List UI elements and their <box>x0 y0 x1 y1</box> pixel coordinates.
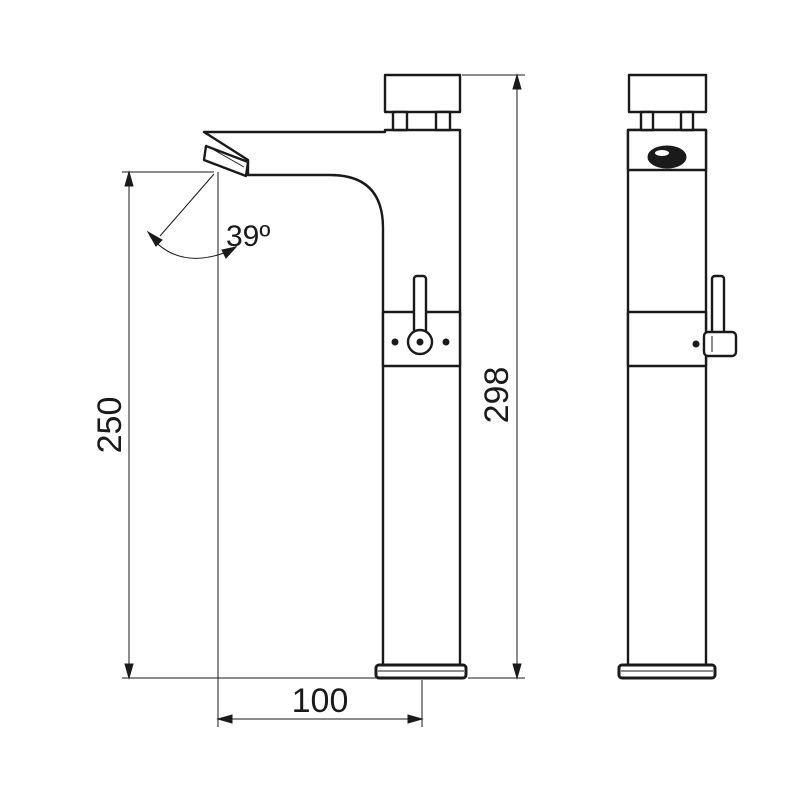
lever-handle <box>412 274 428 340</box>
side-aerator-highlight <box>655 150 669 156</box>
dim-100-arrow-right <box>407 714 424 724</box>
dim-298-label: 298 <box>478 367 516 424</box>
spout-tip <box>202 144 250 178</box>
dimension-lines: 250 298 100 39º <box>91 73 525 727</box>
side-mixer-band <box>626 310 708 368</box>
angle-label: 39º <box>226 220 270 253</box>
top-cap <box>383 73 462 114</box>
cap-stem-right <box>434 110 452 132</box>
lever-knob-center <box>416 338 424 346</box>
dim-250-label: 250 <box>91 397 129 454</box>
side-aerator-button <box>647 145 687 169</box>
mixer-screw-right <box>442 338 450 346</box>
dim-250-arrow-bottom <box>124 663 134 680</box>
angle-arc <box>149 235 233 259</box>
cap-stem-left <box>391 110 409 132</box>
side-lever-handle <box>710 274 726 340</box>
angle-arrow-right <box>221 246 238 259</box>
angle-ray <box>159 173 215 237</box>
dim-100-arrow-left <box>216 714 233 724</box>
dim-298-arrow-bottom <box>512 663 522 680</box>
spout-tip-line <box>213 149 245 168</box>
side-cap-stem-right <box>679 110 695 132</box>
faucet-side-view <box>617 73 738 680</box>
faucet-front-view <box>202 73 468 680</box>
side-lever-base <box>702 330 738 358</box>
side-top-cap <box>627 73 708 114</box>
angle-arrow-left <box>146 230 163 247</box>
faucet-body-outline <box>202 128 462 672</box>
mixer-screw-left <box>391 338 399 346</box>
dim-100-label: 100 <box>292 682 349 720</box>
dim-298-arrow-top <box>512 73 522 90</box>
side-lever-screw <box>692 340 700 348</box>
side-body <box>626 128 708 672</box>
dim-250-arrow-top <box>124 170 134 187</box>
side-cap-stem-left <box>639 110 655 132</box>
